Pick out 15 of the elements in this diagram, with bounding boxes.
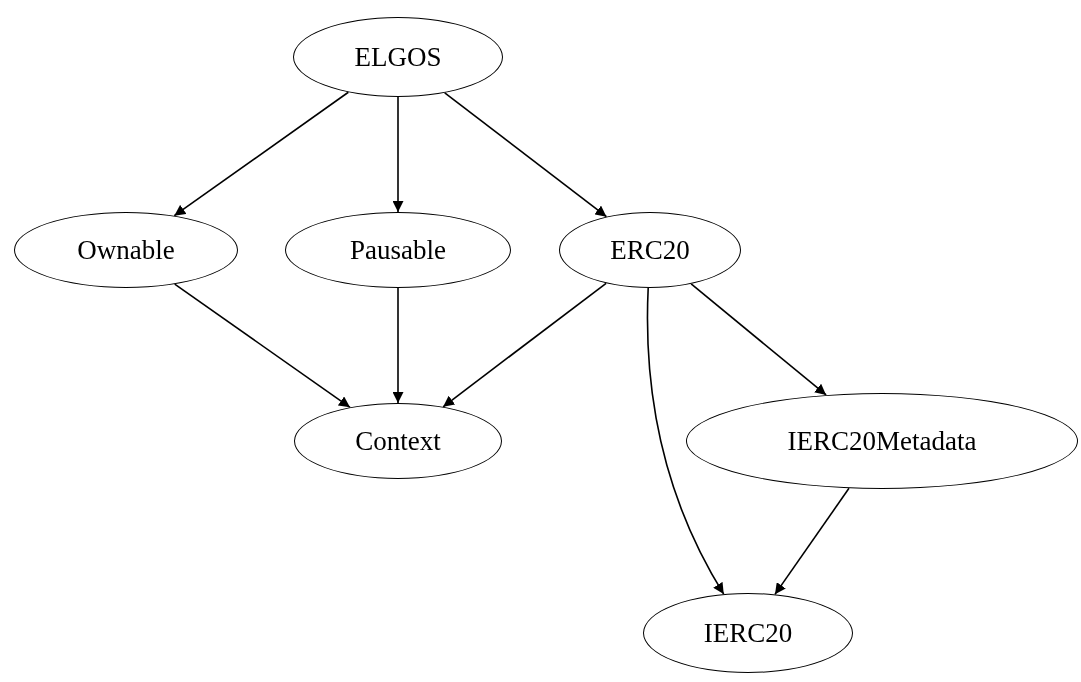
- class-name: IERC20: [703, 617, 793, 649]
- class-name: ERC20: [610, 234, 690, 266]
- arrow: [173, 283, 351, 409]
- class-name: IERC20Metadata: [787, 425, 977, 457]
- arrow: [392, 287, 404, 404]
- class-name: Ownable: [77, 234, 175, 266]
- arrow: [173, 91, 350, 217]
- arrow: [443, 92, 608, 218]
- arrow: [690, 283, 827, 396]
- arrow: [646, 287, 725, 595]
- arrow: [392, 96, 404, 213]
- class-name: Pausable: [350, 234, 446, 266]
- arrow: [442, 282, 607, 408]
- class-name: Context: [355, 425, 441, 457]
- class-name: ELGOS: [354, 41, 442, 73]
